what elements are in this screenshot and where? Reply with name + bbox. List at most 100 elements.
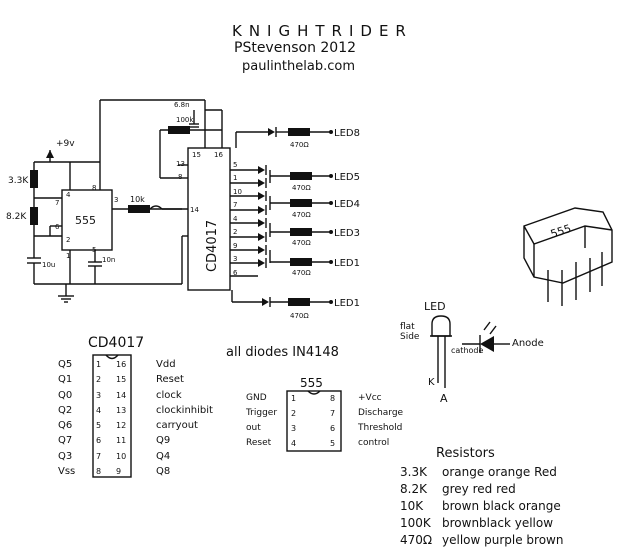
cap-10n-label: 10n	[102, 256, 115, 264]
p555-left-pin-number: 3	[291, 424, 297, 433]
resistor-colors: brownblack yellow	[442, 516, 554, 530]
led-label-led1b: LED1	[334, 298, 360, 309]
counter-out-pin-10: 10	[233, 188, 242, 196]
p555-left-pin-number: 1	[291, 394, 297, 403]
cd4017-right-pin-number: 10	[116, 451, 127, 461]
counter-out-pin-3: 3	[233, 255, 237, 263]
555-pinout-title: 555	[300, 376, 323, 390]
cd4017-left-label-0: Q5	[58, 359, 73, 370]
timer-pin-6: 6	[55, 223, 60, 231]
counter-out-pin-7: 7	[233, 201, 237, 209]
led-title: LED	[424, 300, 446, 313]
cap-10u-label: 10u	[42, 261, 55, 269]
counter-4017-chip	[187, 147, 231, 291]
counter-pin-16: 16	[214, 151, 223, 159]
cd4017-left-pin-number: 8	[96, 467, 102, 477]
cd4017-right-label-3: clockinhibit	[156, 404, 213, 416]
cd4017-right-label-7: Q8	[156, 466, 171, 478]
supply-label: +9v	[56, 139, 75, 149]
led-a-label: A	[440, 392, 448, 405]
cd4017-right-pin-number: 15	[116, 375, 127, 385]
resistor-row: 3.3K orange orange Red	[400, 464, 620, 481]
resistor-colors: orange orange Red	[442, 465, 557, 479]
cd4017-right-label-0: Vdd	[156, 359, 176, 370]
title-heading: KNIGHTRIDER	[232, 22, 413, 40]
cd4017-right-pin-number: 16	[116, 360, 127, 369]
p555-right-label-3: control	[358, 438, 390, 448]
timer-pin-3: 3	[114, 196, 118, 204]
cd4017-left-pin-number: 3	[96, 390, 102, 400]
title-author: PStevenson 2012	[234, 40, 357, 56]
p555-left-label-0: GND	[246, 393, 267, 403]
led-res-label-4: 470Ω	[292, 239, 311, 247]
cd4017-right-pin-number: 11	[116, 436, 127, 446]
p555-left-label-1: Trigger	[246, 408, 278, 418]
chip-555-drawing	[523, 207, 613, 306]
resistor-colors: grey red red	[442, 482, 516, 496]
led-label-led4: LED4	[334, 199, 360, 210]
p555-right-pin-number: 5	[330, 439, 336, 448]
p555-left-label-2: out	[246, 423, 261, 433]
cd4017-pinout-title: CD4017	[88, 335, 145, 351]
cd4017-left-label-3: Q2	[58, 404, 73, 416]
cd4017-left-label-4: Q6	[58, 420, 73, 432]
timer-pin-7: 7	[55, 199, 59, 207]
counter-out-pin-6: 6	[233, 269, 238, 277]
resistor-value: 8.2K	[400, 482, 427, 496]
p555-right-pin-number: 7	[330, 409, 336, 418]
led-label-led8: LED8	[334, 128, 360, 139]
cd4017-left-pin-number: 6	[96, 436, 102, 446]
led-flat-side: flat Side	[400, 322, 420, 342]
resistor-color-table: 3.3K orange orange Red 8.2K grey red red 10K…	[400, 464, 620, 549]
555-pinout-chip	[286, 390, 342, 452]
resistor-value: 470Ω	[400, 533, 433, 547]
resistor-row: 8.2K grey red red	[400, 481, 620, 498]
cd4017-left-pin-number: 2	[96, 375, 102, 385]
led-res-label-2: 470Ω	[292, 184, 311, 192]
res-10k-label: 10k	[130, 195, 145, 204]
p555-right-label-2: Threshold	[358, 423, 403, 433]
led-k-label: K	[428, 377, 435, 388]
counter-4017-label: CD4017	[205, 220, 220, 272]
res-8k2-label: 8.2K	[6, 212, 27, 222]
p555-left-pin-number: 2	[291, 409, 297, 418]
timer-555-label: 555	[75, 214, 96, 227]
resistor-8k2	[30, 207, 38, 225]
cd4017-right-pin-number: 12	[116, 421, 127, 431]
led-res-label-5: 470Ω	[292, 269, 311, 277]
led-label-led5: LED5	[334, 172, 360, 183]
cd4017-left-pin-number: 5	[96, 421, 102, 431]
counter-pin-15: 15	[192, 151, 201, 159]
cd4017-right-pin-number: 14	[116, 390, 127, 400]
cd4017-left-pin-number: 1	[96, 360, 102, 369]
cd4017-right-label-2: clock	[156, 389, 182, 401]
resistor-3k3	[30, 170, 38, 188]
cd4017-left-pin-number: 7	[96, 451, 102, 461]
chip-555-text: 555	[549, 222, 573, 241]
res-100k-label: 100k	[176, 116, 194, 124]
led-res-label-3: 470Ω	[292, 211, 311, 219]
led-symbol	[462, 321, 510, 353]
counter-out-pin-5: 5	[233, 161, 237, 169]
counter-pin-8: 8	[178, 173, 182, 181]
cd4017-right-label-6: Q4	[156, 450, 171, 462]
p555-left-label-3: Reset	[246, 438, 272, 448]
counter-out-pin-9: 9	[233, 242, 237, 250]
led-anode-label: Anode	[512, 338, 544, 349]
p555-right-label-0: +Vcc	[358, 393, 382, 403]
cd4017-pinout-chip	[92, 354, 132, 478]
cd4017-left-label-5: Q7	[58, 435, 73, 447]
cd4017-left-label-2: Q0	[58, 389, 73, 401]
led-res-label-1: 470Ω	[290, 141, 309, 149]
timer-555-chip	[61, 189, 113, 251]
resistor-value: 3.3K	[400, 465, 427, 479]
diode-array	[230, 165, 271, 277]
